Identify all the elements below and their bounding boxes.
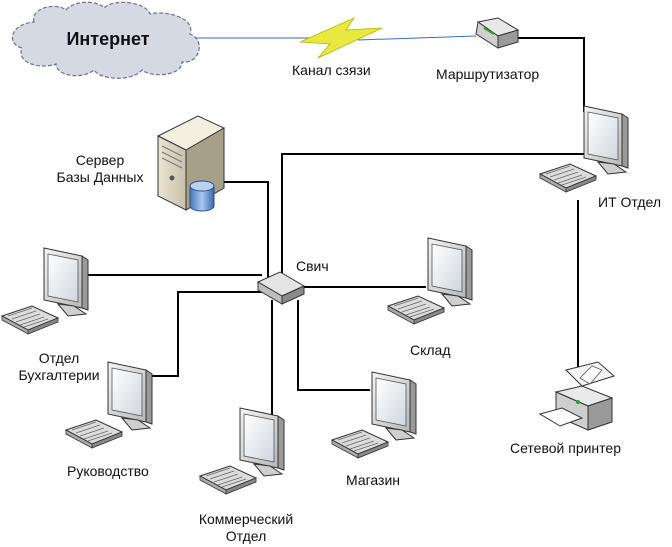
server-label: Сервер Базы Данных: [50, 152, 150, 186]
server-label-line2: Базы Данных: [56, 169, 144, 185]
keyboard-icon: [331, 429, 389, 459]
internet-cloud[interactable]: Интернет: [11, 1, 200, 79]
database-icon: [189, 180, 215, 212]
monitor-icon: [107, 361, 153, 431]
commercial-label-line1: Коммерческий: [198, 511, 294, 527]
channel-link: [196, 17, 477, 59]
shop-label: Магазин: [346, 472, 401, 488]
monitor-icon: [427, 237, 473, 307]
monitor-icon: [371, 371, 417, 441]
warehouse-label: Склад: [410, 342, 451, 358]
internet-label: Интернет: [66, 29, 149, 49]
line-switch-to-shop: [297, 300, 370, 391]
connection-lines: [88, 37, 585, 420]
workstation-warehouse[interactable]: [387, 237, 473, 325]
workstation-shop[interactable]: [331, 371, 417, 459]
commercial-label: Коммерческий Отдел: [186, 511, 306, 545]
router-icon[interactable]: [475, 17, 520, 49]
accounting-label-line2: Бухгалтерии: [18, 367, 100, 383]
monitor-icon: [583, 105, 629, 175]
monitor-icon: [43, 247, 89, 317]
monitor-icon: [239, 407, 285, 477]
server-label-line1: Сервер: [75, 152, 125, 168]
keyboard-icon: [539, 163, 597, 193]
accounting-label-line1: Отдел: [38, 350, 80, 366]
lightning-icon: [299, 17, 383, 59]
line-management-to-switch: [152, 291, 266, 377]
printer-icon[interactable]: [538, 361, 616, 431]
router-label: Маршрутизатор: [436, 66, 540, 82]
it-dept-label: ИТ Отдел: [598, 194, 661, 210]
workstation-commercial[interactable]: [199, 407, 285, 495]
workstation-accounting[interactable]: [1, 247, 89, 335]
keyboard-icon: [387, 295, 445, 325]
printer-label: Сетевой принтер: [510, 440, 621, 456]
keyboard-icon: [1, 305, 59, 335]
keyboard-icon: [199, 465, 257, 495]
keyboard-icon: [65, 419, 123, 449]
channel-label: Канал сзязи: [292, 62, 371, 78]
workstation-it[interactable]: [539, 105, 629, 193]
line-it-to-switch: [281, 153, 584, 278]
accounting-label: Отдел Бухгалтерии: [14, 350, 104, 384]
management-label: Руководство: [67, 463, 149, 479]
commercial-label-line2: Отдел: [225, 528, 267, 544]
line-router-to-it: [518, 37, 585, 112]
switch-icon[interactable]: [256, 271, 306, 305]
line-server-to-switch: [213, 181, 269, 278]
switch-label: Свич: [296, 258, 329, 274]
